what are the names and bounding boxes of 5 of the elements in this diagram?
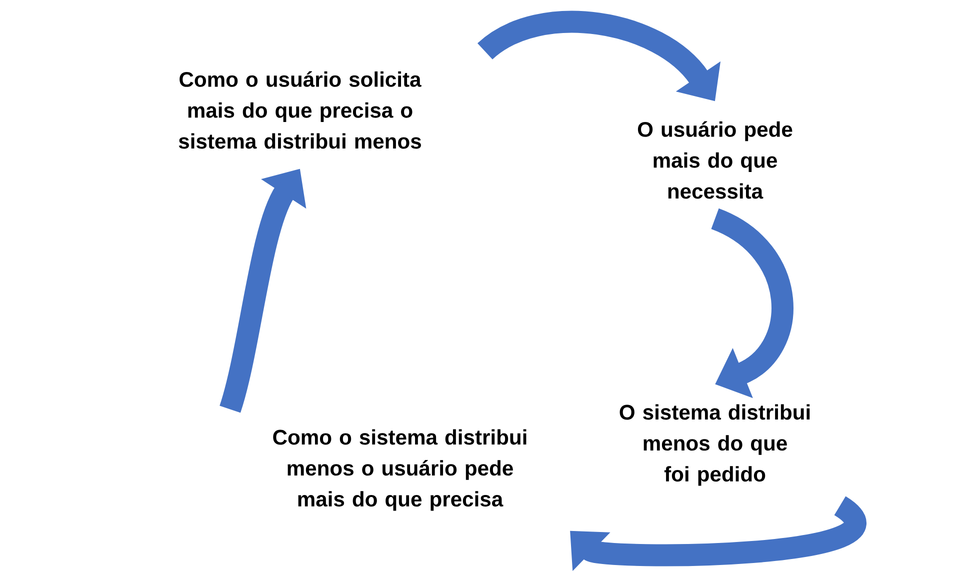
cycle-step-text: Como o usuário solicita mais do que precisa o sistema distribui menos	[178, 71, 422, 149]
cycle-step-text: O sistema distribui menos do que foi pedido	[620, 404, 810, 486]
cycle-step-text: Como o sistema distribui menos o usuário pede mais do que precisa	[273, 429, 526, 511]
curved-arrow	[570, 497, 866, 571]
cycle-step-text: O usuário pede mais do que necessita	[638, 121, 792, 199]
